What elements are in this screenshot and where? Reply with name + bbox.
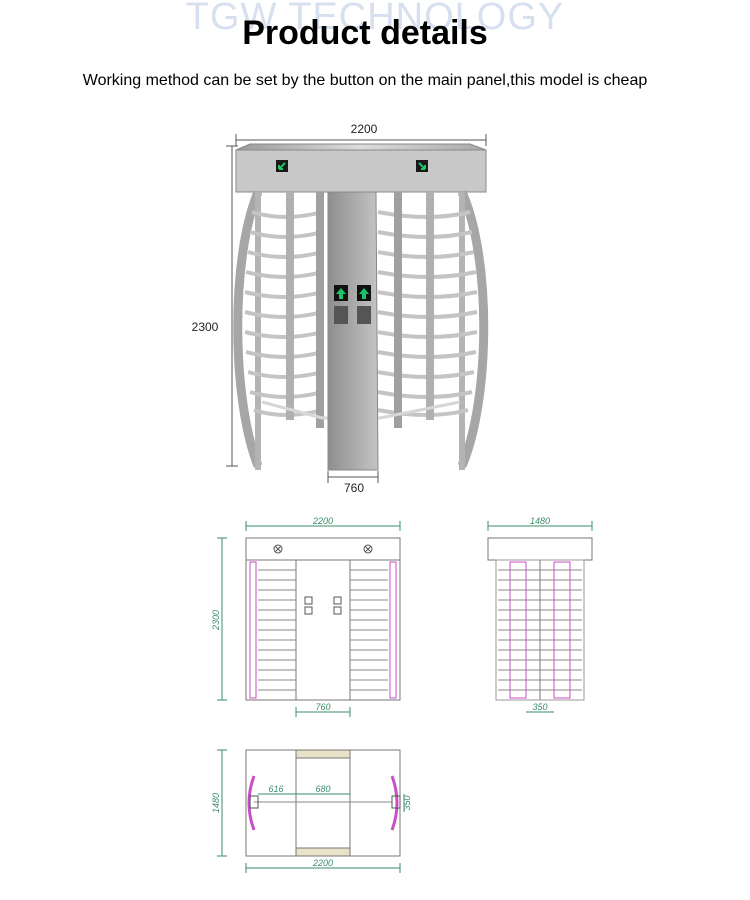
side-gap-label: 350 (532, 702, 547, 712)
top-depth-label: 1480 (211, 793, 221, 813)
page-title: Product details (242, 14, 488, 52)
render-height-dimension: 2300 (192, 145, 238, 467)
front-width-dimension: 2200 (245, 516, 401, 531)
center-panel (327, 191, 379, 471)
front-left-bars (258, 569, 296, 691)
page-subtitle: Working method can be set by the button … (82, 72, 648, 89)
side-gap-dimension: 350 (526, 702, 554, 713)
render-width-label: 2200 (351, 122, 378, 136)
front-passage-dimension: 760 (295, 702, 351, 717)
render-passage-dimension: 760 (327, 471, 379, 495)
light-icon-left (273, 544, 283, 554)
front-right-bars (350, 569, 388, 691)
front-height-dimension: 2300 (211, 537, 227, 701)
render-width-dimension: 2200 (235, 122, 487, 146)
top-center-dimension: 680 (296, 784, 350, 795)
right-curve-fence (457, 190, 489, 468)
render-passage-label: 760 (344, 481, 364, 495)
light-icon-right (363, 544, 373, 554)
front-height-label: 2300 (211, 610, 221, 631)
top-arm-label: 616 (268, 784, 283, 794)
top-depth-dimension: 1480 (211, 749, 227, 857)
top-center-label: 680 (315, 784, 330, 794)
front-width-label: 2200 (312, 516, 333, 526)
card-reader-1 (334, 306, 348, 324)
front-passage-label: 760 (315, 702, 330, 712)
watermark: TGW TECHNOLOGY (185, 0, 565, 38)
side-width-dimension: 1480 (487, 516, 593, 531)
left-curve-fence (233, 190, 263, 468)
top-arm-dimension: 616 (258, 784, 296, 795)
render-height-label: 2300 (192, 320, 219, 334)
card-reader-2 (357, 306, 371, 324)
top-width-dimension: 2200 (245, 858, 401, 873)
top-gap-dimension: 350 (402, 794, 412, 812)
side-width-label: 1480 (530, 516, 550, 526)
top-gap-label: 350 (402, 795, 412, 810)
top-width-label: 2200 (312, 858, 333, 868)
